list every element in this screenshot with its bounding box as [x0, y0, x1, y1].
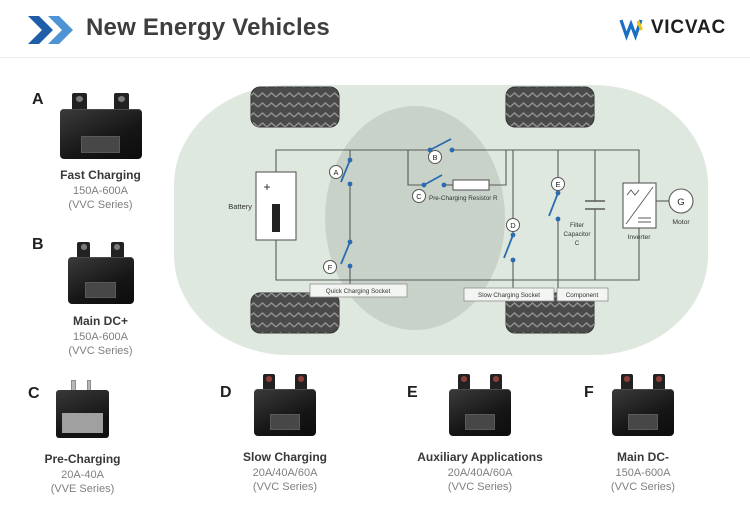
product-photo-main-dc-plus	[67, 242, 134, 304]
contactor-switches	[340, 138, 561, 269]
product-card-fast-charging: A Fast Charging 150A-600A (VVC Series)	[28, 88, 173, 212]
product-series: (VVC Series)	[252, 481, 318, 493]
switch-d	[503, 234, 514, 259]
pre-charge-resistor-symbol	[452, 179, 490, 191]
svg-text:Quick Charging Socket: Quick Charging Socket	[326, 288, 391, 295]
motor-symbol: G	[668, 188, 694, 214]
tire-top-left	[250, 86, 340, 128]
product-series: (VVC Series)	[447, 481, 513, 493]
switch-b	[429, 138, 452, 151]
product-name: Auxiliary Applications	[417, 450, 543, 464]
switch-e	[548, 192, 559, 217]
product-series: (VVC Series)	[68, 199, 133, 211]
product-rating: 20A/40A/60A	[252, 467, 318, 479]
product-name: Main DC+	[72, 314, 128, 328]
filter-capacitor-label: Filter Capacitor C	[564, 222, 591, 247]
vehicle-diagram: + Battery Pre-Charging Resistor R	[168, 70, 716, 368]
switch-label-c: C	[412, 189, 426, 203]
switch-c	[423, 174, 443, 186]
svg-text:A: A	[333, 168, 338, 177]
vehicle-circuit-svg: + Battery Pre-Charging Resistor R	[174, 85, 708, 355]
product-series: (VVE Series)	[50, 483, 115, 495]
product-photo-pre-charging	[55, 380, 111, 438]
switch-f	[340, 241, 351, 265]
filter-capacitor-symbol	[585, 200, 605, 210]
product-rating: 20A/40A/60A	[447, 467, 513, 479]
product-rating: 150A-600A	[72, 331, 129, 343]
car-cabin	[325, 106, 505, 330]
quick-charging-socket-label: Quick Charging Socket	[309, 283, 408, 298]
product-photo-fast-charging	[59, 93, 142, 159]
switch-label-d: D	[506, 218, 520, 232]
svg-text:Filter: Filter	[570, 222, 584, 229]
svg-text:C: C	[575, 240, 580, 247]
svg-text:Slow Charging Socket: Slow Charging Socket	[478, 292, 540, 299]
slow-charging-socket-label: Slow Charging Socket	[463, 287, 555, 302]
component-label: Component	[556, 287, 609, 302]
product-card-pre-charging: C Pre-Charging 20A-40A (VVE Series)	[10, 380, 155, 496]
product-card-main-dc-plus: B Main DC+ 150A-600A (VVC Series)	[28, 232, 173, 358]
svg-text:B: B	[432, 153, 437, 162]
svg-text:Capacitor: Capacitor	[564, 231, 591, 238]
product-name: Fast Charging	[60, 168, 141, 182]
battery-symbol: +	[255, 171, 297, 241]
product-letter-e: E	[407, 384, 418, 401]
inverter-symbol	[622, 182, 657, 229]
battery-label: Battery	[228, 202, 252, 211]
battery-plus-sign: +	[263, 180, 270, 194]
tire-bottom-left	[250, 292, 340, 334]
switch-a	[340, 159, 351, 183]
brand-logo: VICVAC	[618, 15, 726, 41]
page-title: New Energy Vehicles	[86, 14, 330, 41]
svg-text:E: E	[555, 180, 560, 189]
inverter-label: Inverter	[627, 234, 651, 241]
product-letter-f: F	[584, 384, 594, 401]
product-photo-slow-charging	[254, 374, 316, 436]
motor-label: Motor	[672, 219, 690, 226]
product-letter-b: B	[32, 236, 44, 253]
product-letter-d: D	[220, 384, 232, 401]
product-letter-c: C	[28, 385, 40, 402]
product-series: (VVC Series)	[68, 345, 133, 357]
product-card-main-dc-minus: F Main DC- 150A-600A (VVC Series)	[568, 374, 718, 494]
switch-label-e: E	[551, 177, 565, 191]
product-name: Main DC-	[617, 450, 669, 464]
double-chevron-icon	[28, 16, 80, 49]
brand-name: VICVAC	[650, 17, 726, 38]
svg-text:D: D	[510, 221, 516, 230]
product-rating: 150A-600A	[72, 185, 129, 197]
svg-text:G: G	[677, 197, 684, 208]
product-series: (VVC Series)	[610, 481, 676, 493]
product-rating: 150A-600A	[615, 467, 671, 479]
switch-label-b: B	[428, 150, 442, 164]
product-name: Pre-Charging	[44, 452, 121, 466]
svg-text:C: C	[416, 192, 422, 201]
product-photo-main-dc-minus	[612, 374, 674, 436]
product-name: Slow Charging	[243, 450, 327, 464]
product-rating: 20A-40A	[61, 469, 104, 481]
pre-charge-resistor-label: Pre-Charging Resistor R	[429, 195, 498, 202]
product-card-slow-charging: D Slow Charging 20A/40A/60A (VVC Series)	[205, 374, 365, 494]
product-card-auxiliary-applications: E Auxiliary Applications 20A/40A/60A (VV…	[385, 374, 575, 494]
switch-label-a: A	[329, 165, 343, 179]
tire-top-right	[505, 86, 595, 128]
product-photo-auxiliary-applications	[449, 374, 511, 436]
header-divider	[0, 57, 750, 58]
product-letter-a: A	[32, 91, 44, 108]
switch-label-f: F	[323, 260, 337, 274]
vicvac-logo-icon	[619, 19, 643, 41]
tire-bottom-right	[505, 292, 595, 334]
svg-text:F: F	[328, 263, 333, 272]
svg-text:Component: Component	[566, 292, 599, 299]
